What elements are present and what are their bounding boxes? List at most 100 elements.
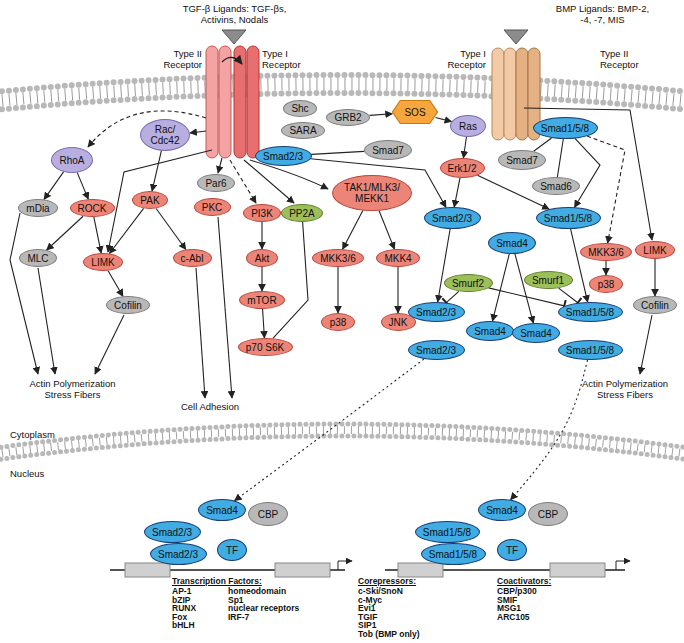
node-label: Shc <box>291 103 308 114</box>
node-label: MKK3/6 <box>320 253 356 264</box>
node-label: mDia <box>26 203 49 214</box>
signal-arrow <box>534 138 552 151</box>
signal-node: mDia <box>18 199 58 217</box>
signal-arrow <box>337 267 338 313</box>
node-label: Smad1/5/8 <box>566 345 614 356</box>
node-label: Cofilin <box>114 300 142 311</box>
promoter-box <box>398 563 443 577</box>
signal-arrow <box>587 136 625 243</box>
list-heading: Coactivators: <box>497 577 597 586</box>
receptor-chain <box>516 48 528 140</box>
node-label: p38 <box>330 317 347 328</box>
signal-arrow <box>77 173 88 200</box>
node-label: Smad6 <box>540 181 572 192</box>
node-label: MLC <box>27 253 48 264</box>
node-label: Smad4 <box>206 505 238 516</box>
signal-node: Smad4 <box>466 321 514 341</box>
receptor-arrow <box>218 158 222 173</box>
node-label: ROCK <box>78 203 107 214</box>
annotation-label: Type II Receptor <box>600 48 660 70</box>
node-label: PKC <box>202 202 223 213</box>
node-label: Smad1/5/8 <box>544 213 592 224</box>
lipid-heads <box>0 75 684 92</box>
node-label: Smad1/5/8 <box>429 549 477 560</box>
signal-node: Smad4 <box>478 499 526 521</box>
signal-node: LIMK <box>83 253 123 271</box>
node-label: Cofilin <box>641 300 669 311</box>
annotation-label: Cytoplasm <box>10 429 70 440</box>
receptor-chain <box>206 46 218 158</box>
node-label: Smad4 <box>486 505 518 516</box>
signal-node: TF <box>497 539 527 561</box>
signal-arrow <box>261 222 262 249</box>
node-label: Smad7 <box>372 145 404 156</box>
signal-arrow <box>654 259 655 296</box>
outcome-arrow <box>196 268 205 398</box>
annotation-label: Tob (BMP only) <box>358 630 468 639</box>
signal-arrow <box>438 229 450 302</box>
receptor-chain <box>219 46 231 158</box>
node-label: Smad2/3 <box>263 151 303 162</box>
outcome-arrow <box>95 315 124 374</box>
signal-arrow <box>152 151 161 191</box>
annotation-label: IRF-7 <box>228 613 338 622</box>
list-heading: Transcription Factors: <box>172 577 302 586</box>
plasma-membrane <box>0 75 684 110</box>
node-label: Smad1/5/8 <box>423 527 471 538</box>
signal-node: Ras <box>450 115 486 137</box>
annotation-label: Actin Polymerization Stress Fibers <box>15 378 130 400</box>
node-label: Smurf2 <box>452 278 484 289</box>
signal-node: Par6 <box>197 174 235 192</box>
signal-arrow <box>273 222 308 338</box>
node-label: mTOR <box>247 295 276 306</box>
signal-node: TAK1/MLK3/ MEKK1 <box>332 175 412 211</box>
signal-arrow <box>94 217 101 253</box>
signal-arrow <box>446 291 459 302</box>
signal-node: Erk1/2 <box>440 158 485 178</box>
node-label: GRB2 <box>334 112 361 123</box>
signal-arrow <box>492 254 509 321</box>
signal-node: TF <box>217 539 247 561</box>
signal-arrow <box>47 216 83 250</box>
signal-arrow <box>463 137 466 158</box>
node-label: Ras <box>459 121 477 132</box>
signal-node: Rac/ Cdc42 <box>140 119 190 151</box>
signal-arrow <box>397 267 398 313</box>
annotation-label: homeodomain <box>228 587 338 596</box>
signal-node: Smad1/5/8 <box>533 117 598 139</box>
transcription-arrow <box>616 561 630 570</box>
node-label: Smad1/5/8 <box>541 123 589 134</box>
signal-node: c-Abl <box>173 249 212 267</box>
signal-arrow <box>310 159 446 208</box>
node-label: TF <box>506 545 518 556</box>
node-label: Smad4 <box>520 328 552 339</box>
node-label: LIMK <box>91 257 114 268</box>
node-label: PP2A <box>289 208 315 219</box>
node-label: MKK3/6 <box>588 247 624 258</box>
signal-node: Smad1/5/8 <box>415 521 480 543</box>
outcome-arrow <box>10 213 38 374</box>
receptor-arrow <box>524 108 652 240</box>
signal-node: Akt <box>246 249 278 267</box>
node-label: Smad7 <box>506 155 538 166</box>
outcome-arrow <box>218 217 232 398</box>
signal-node: ROCK <box>70 199 115 217</box>
signal-node: CBP <box>248 502 288 526</box>
signal-node: Smad2/3 <box>408 302 465 322</box>
lipid-heads <box>0 93 684 110</box>
node-label: SOS <box>404 107 425 118</box>
signal-node: GRB2 <box>326 109 370 126</box>
signal-node: Smurf2 <box>444 274 493 292</box>
signal-arrow <box>235 359 424 501</box>
node-label: p70 S6K <box>246 342 284 353</box>
node-label: CBP <box>258 509 279 520</box>
node-label: Smad4 <box>474 326 506 337</box>
receptor-chain <box>234 46 246 158</box>
annotation-label: ARC105 <box>497 613 587 622</box>
annotation-label: Type I Receptor <box>262 48 312 70</box>
signal-node: PI3K <box>243 204 281 222</box>
signal-arrow <box>571 229 588 302</box>
node-label: Erk1/2 <box>448 163 477 174</box>
signal-node: PAK <box>132 191 168 209</box>
annotation-label: bHLH <box>172 621 227 630</box>
